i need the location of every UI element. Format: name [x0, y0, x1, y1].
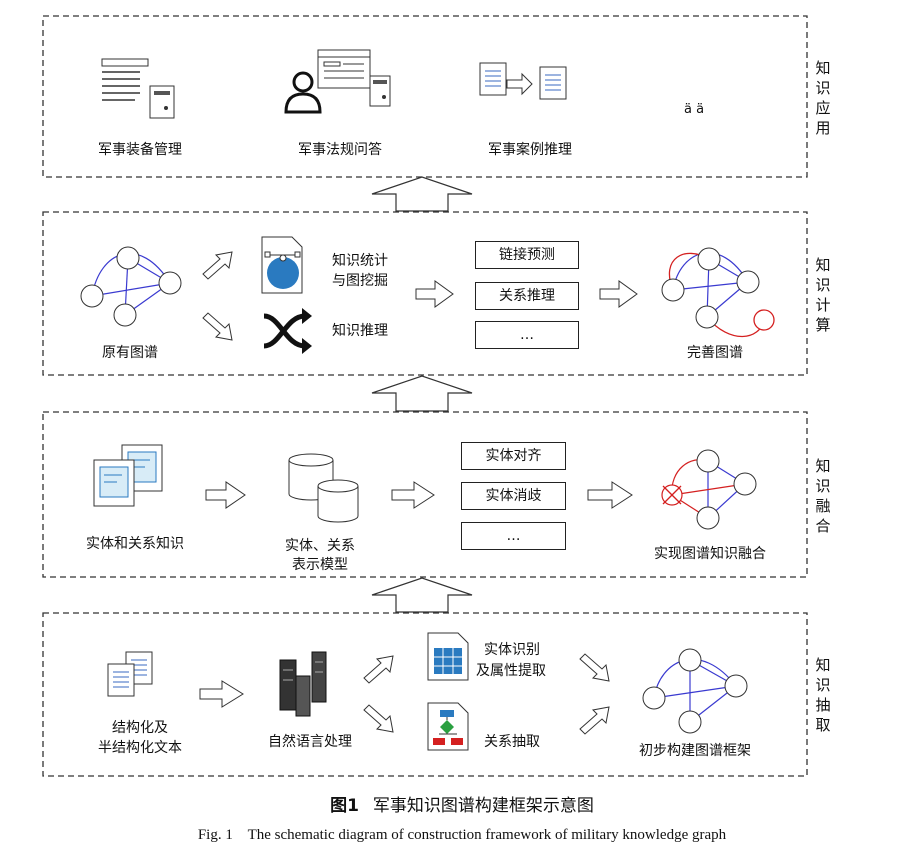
item-case-reasoning: 军事案例推理: [488, 142, 572, 158]
arrow-to-mining: [202, 251, 233, 280]
entity-documents-icon: [93, 444, 163, 507]
up-arrow-3: [371, 577, 473, 613]
panel-extraction: [42, 612, 808, 777]
completed-graph-icon: [661, 247, 775, 338]
equipment-document-icon: [101, 58, 175, 119]
model-label-line1: 实体、关系: [285, 538, 355, 554]
source-text-label-line1: 结构化及: [112, 720, 168, 736]
item-regulation-qa: 军事法规问答: [298, 142, 382, 158]
side-label-extraction: 知识抽取: [815, 656, 831, 734]
shuffle-reasoning-icon: [263, 308, 312, 354]
box-entity-alignment: 实体对齐: [461, 442, 566, 470]
arrow-to-tasks: [415, 280, 454, 308]
figure-caption-cn: 图1 军事知识图谱构建框架示意图: [0, 791, 924, 816]
panel-fusion: [42, 411, 808, 578]
arrow-to-model: [205, 481, 246, 509]
entity-knowledge-label: 实体和关系知识: [86, 536, 184, 552]
arrow-to-nlp: [199, 680, 244, 708]
panel-computation: [42, 211, 808, 376]
case-reasoning-icon: [479, 62, 567, 100]
fused-graph-label: 实现图谱知识融合: [654, 546, 766, 562]
entity-recognition-line2: 及属性提取: [476, 663, 546, 679]
server-icon: [279, 651, 327, 717]
database-icon: [288, 453, 359, 523]
reasoning-label: 知识推理: [332, 323, 388, 339]
original-graph-icon: [80, 246, 182, 327]
box-relation-reasoning: 关系推理: [475, 282, 579, 310]
figure-title-cn: 军事知识图谱构建框架示意图: [372, 796, 594, 816]
mining-label-line2: 与图挖掘: [332, 273, 388, 289]
box-entity-disambiguation: 实体消歧: [461, 482, 566, 510]
up-arrow-1: [371, 176, 473, 212]
arrow-to-entity-recognition: [363, 655, 394, 684]
mining-label-line1: 知识统计: [332, 253, 388, 269]
entity-recognition-line1: 实体识别: [484, 642, 540, 658]
arrow-to-fusion-tasks: [391, 481, 435, 509]
stray-glyphs: ä ä: [684, 102, 705, 117]
user-consultation-icon: [284, 49, 391, 114]
completed-graph-label: 完善图谱: [687, 345, 743, 361]
up-arrow-2: [371, 375, 473, 412]
nlp-label: 自然语言处理: [268, 734, 352, 750]
graph-mining-icon: [261, 236, 303, 294]
box-link-prediction: 链接预测: [475, 241, 579, 269]
figure-number: 图1: [330, 796, 359, 816]
relation-extraction-label: 关系抽取: [484, 734, 540, 750]
arrow-from-entity-recognition: [579, 653, 610, 682]
box-more-computation: …: [475, 321, 579, 349]
item-equipment-management: 军事装备管理: [98, 142, 182, 158]
text-documents-icon: [107, 651, 153, 697]
model-label-line2: 表示模型: [292, 557, 348, 573]
panel-application: [42, 15, 808, 178]
figure-caption-en: Fig. 1 The schematic diagram of construc…: [197, 827, 727, 843]
flowchart-extraction-icon: [427, 702, 469, 751]
arrow-from-relation-extraction: [579, 706, 610, 735]
side-label-computation: 知识计算: [815, 256, 831, 334]
side-label-application: 知识应用: [815, 59, 831, 137]
arrow-to-relation-extraction: [363, 704, 394, 733]
original-graph-label: 原有图谱: [102, 345, 158, 361]
arrow-to-fused-graph: [587, 481, 633, 509]
arrow-to-complete-graph: [599, 280, 638, 308]
framework-diagram: [42, 15, 808, 777]
initial-graph-icon: [642, 648, 748, 734]
fused-graph-icon: [661, 449, 757, 530]
table-extraction-icon: [427, 632, 469, 681]
initial-graph-label: 初步构建图谱框架: [639, 743, 751, 759]
source-text-label-line2: 半结构化文本: [98, 740, 182, 756]
side-label-fusion: 知识融合: [815, 457, 831, 535]
arrow-to-reasoning: [202, 312, 233, 341]
box-more-fusion: …: [461, 522, 566, 550]
